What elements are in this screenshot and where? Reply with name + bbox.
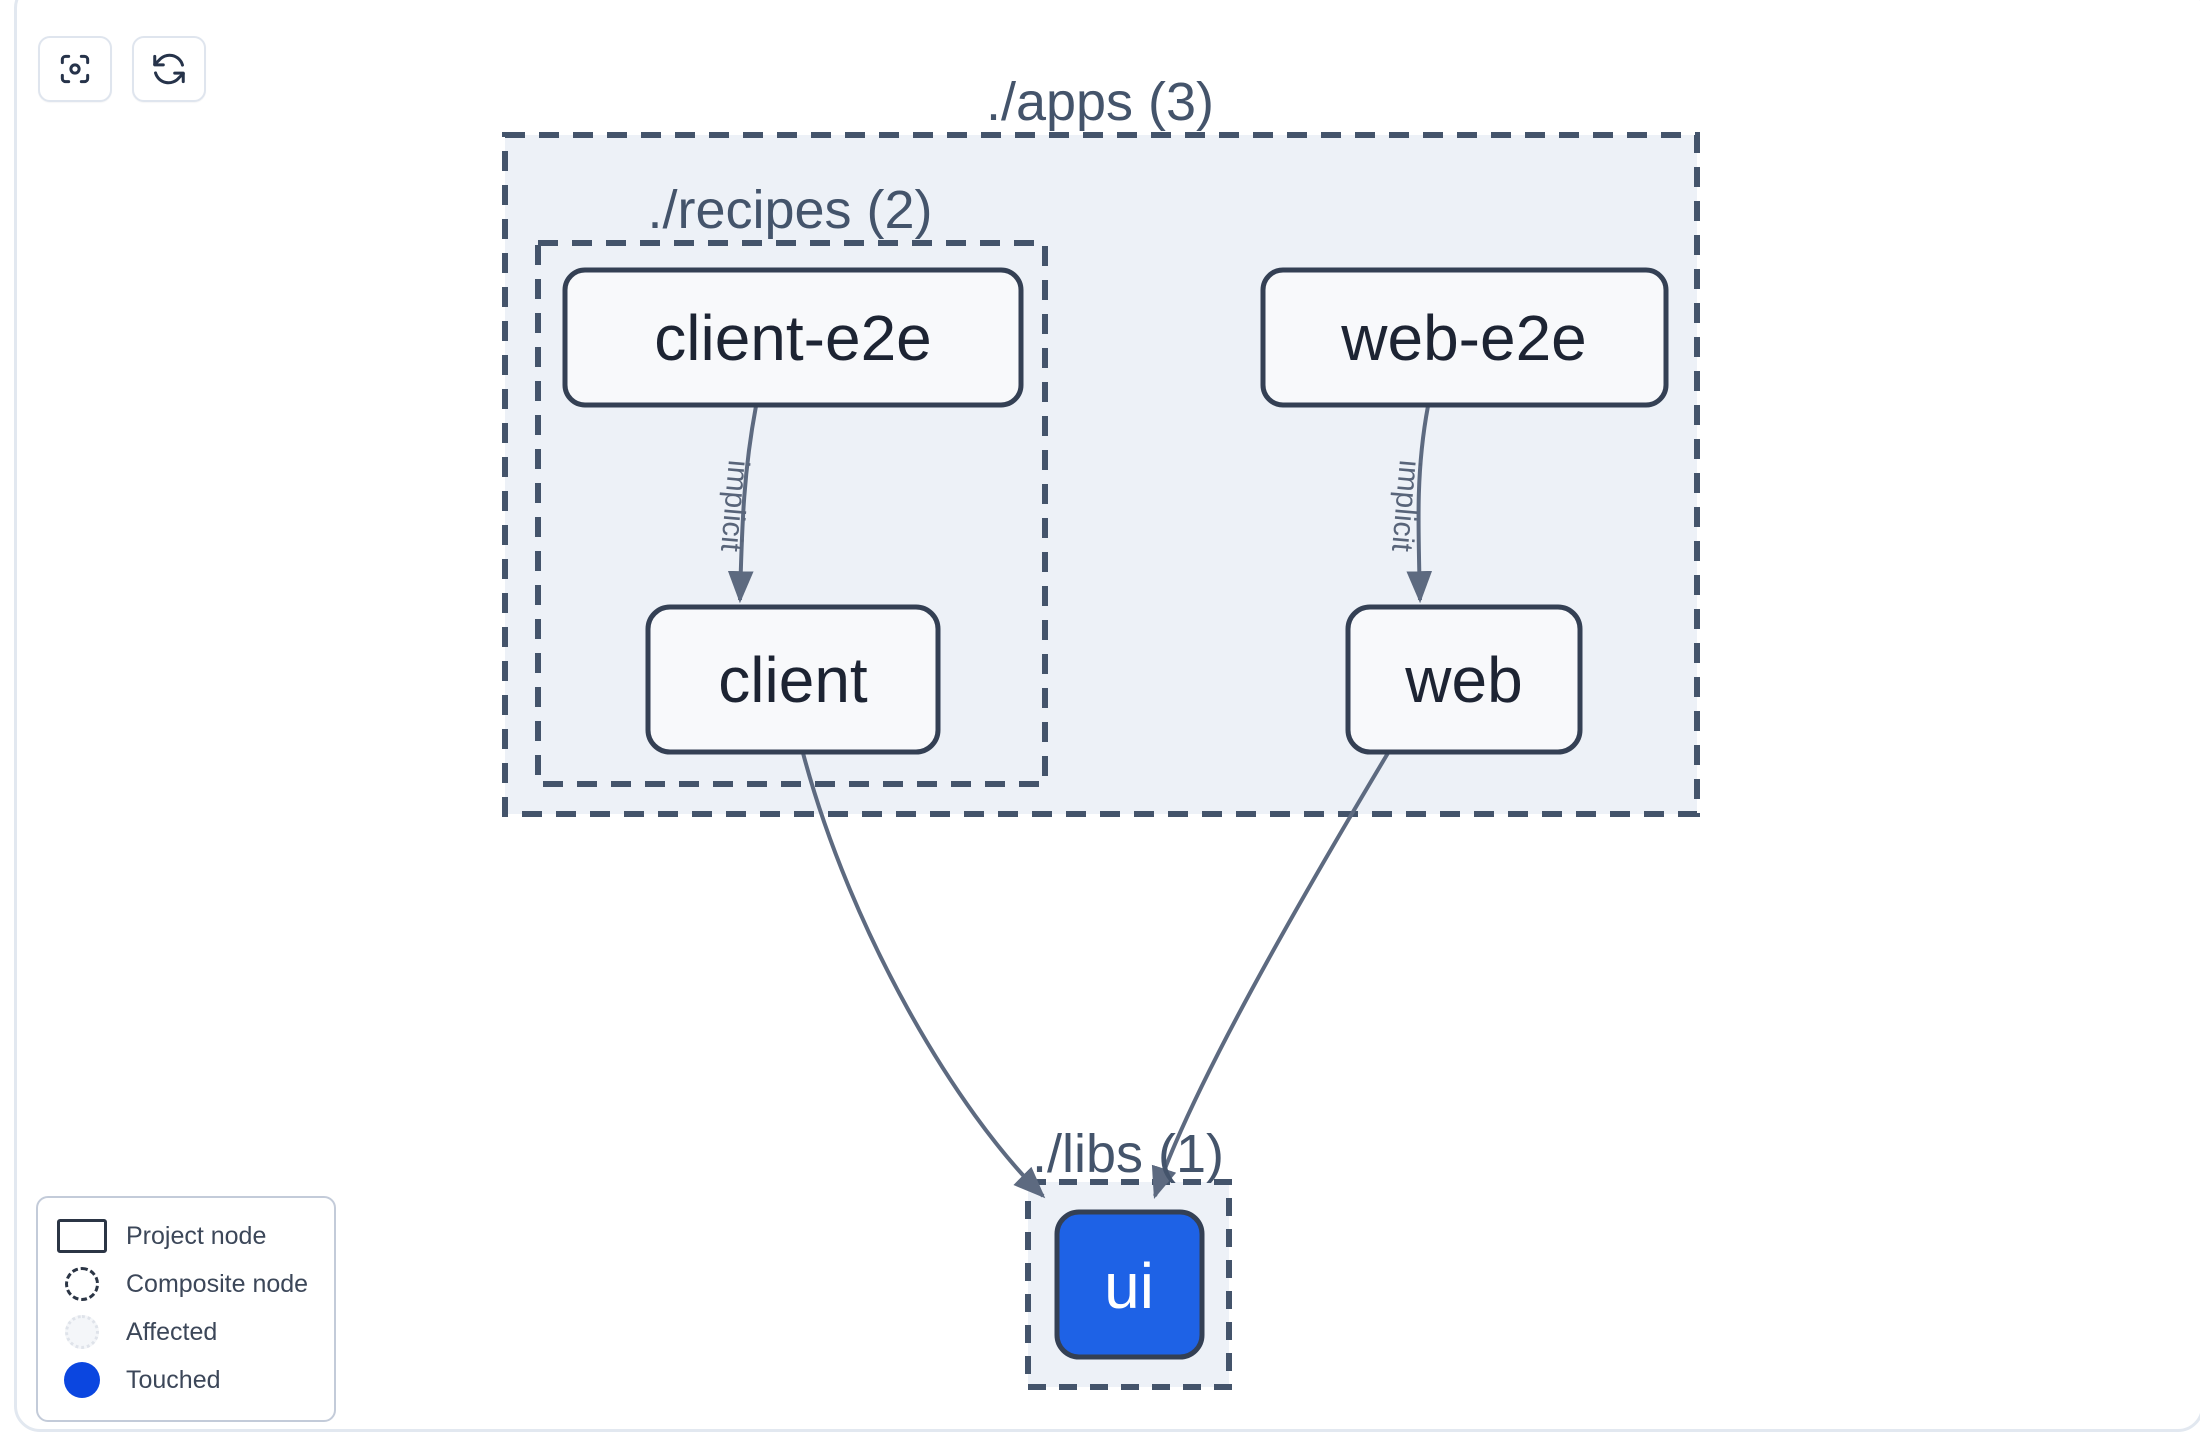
legend-label-touched: Touched <box>126 1365 221 1394</box>
group-label-libs: ./libs (1) <box>1032 1124 1224 1184</box>
affected-node-icon <box>56 1315 108 1349</box>
focus-graph-button[interactable] <box>38 36 112 102</box>
node-client[interactable]: client <box>645 604 941 755</box>
node-client-e2e[interactable]: client-e2e <box>562 267 1024 408</box>
edge-web-to-ui[interactable] <box>1151 751 1390 1200</box>
edge-client-to-ui[interactable] <box>801 752 1046 1199</box>
composite-node-icon <box>56 1267 108 1301</box>
graph-toolbar <box>38 36 206 102</box>
node-web-e2e-box[interactable] <box>1260 267 1669 408</box>
legend-item-composite-node: Composite node <box>56 1260 316 1308</box>
legend-item-affected: Affected <box>56 1308 316 1356</box>
node-web-e2e-label: web-e2e <box>1340 302 1587 374</box>
svg-text:./libs (1): ./libs (1) <box>1032 1124 1224 1184</box>
node-web-label: web <box>1404 644 1522 716</box>
legend-label-project-node: Project node <box>126 1221 267 1250</box>
edge-web-e2e-to-web[interactable] <box>1406 405 1433 604</box>
edge-label-web-e2e-to-web: implicit <box>1385 459 1426 554</box>
node-ui-label: ui <box>1104 1250 1154 1322</box>
svg-text:./apps (3): ./apps (3) <box>986 72 1214 132</box>
node-client-box[interactable] <box>645 604 941 755</box>
legend-item-project-node: Project node <box>56 1212 316 1260</box>
node-ui-box[interactable] <box>1054 1209 1205 1360</box>
node-web[interactable]: web <box>1345 604 1583 755</box>
svg-text:implicit: implicit <box>1385 459 1426 554</box>
node-web-e2e[interactable]: web-e2e <box>1260 267 1669 408</box>
node-web-box[interactable] <box>1345 604 1583 755</box>
refresh-graph-button[interactable] <box>132 36 206 102</box>
edge-client-e2e-to-client[interactable] <box>727 405 758 604</box>
node-client-e2e-box[interactable] <box>562 267 1024 408</box>
svg-text:./recipes (2): ./recipes (2) <box>647 180 932 240</box>
project-node-icon <box>56 1219 108 1253</box>
node-client-label: client <box>718 644 868 716</box>
group-label-recipes: ./recipes (2) <box>647 180 932 240</box>
group-label-apps: ./apps (3) <box>986 72 1214 132</box>
edge-label-client-e2e-to-client: implicit <box>714 459 755 554</box>
svg-text:implicit: implicit <box>714 459 755 554</box>
legend-label-composite-node: Composite node <box>126 1269 309 1298</box>
node-client-e2e-label: client-e2e <box>654 302 932 374</box>
refresh-icon <box>150 50 188 88</box>
legend-label-affected: Affected <box>126 1317 218 1346</box>
node-ui[interactable]: ui <box>1054 1209 1205 1360</box>
graph-legend: Project node Composite node Affected Tou… <box>36 1196 336 1422</box>
legend-item-touched: Touched <box>56 1356 316 1404</box>
graph-edges <box>727 405 1433 1200</box>
touched-node-icon <box>56 1362 108 1398</box>
focus-target-icon <box>56 50 94 88</box>
